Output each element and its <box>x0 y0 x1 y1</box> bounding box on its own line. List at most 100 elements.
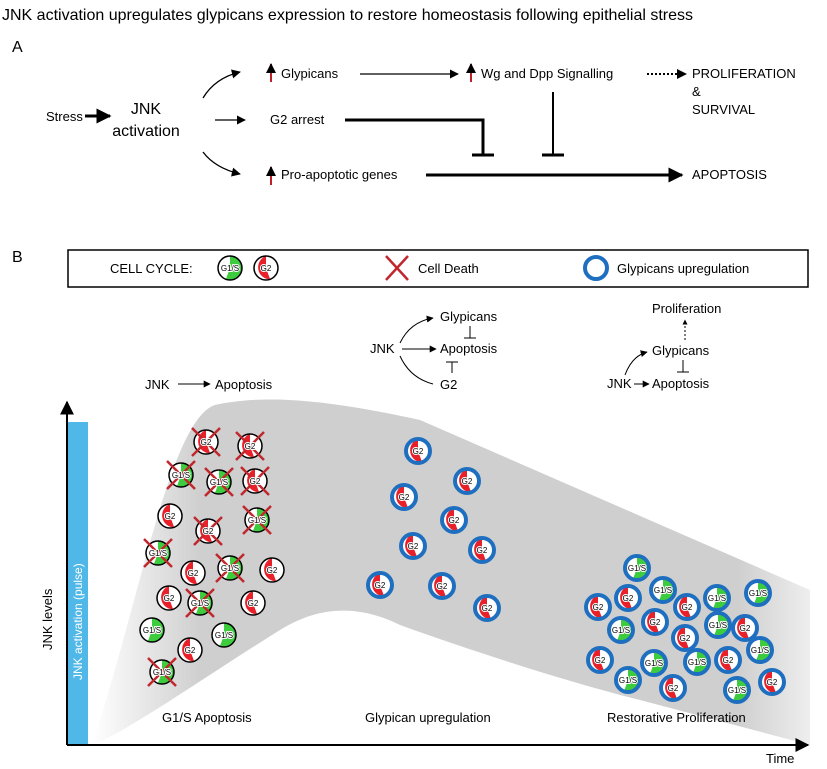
cell-phase-label: G1/S <box>612 626 630 635</box>
pulse-label: JNK activation (pulse) <box>71 563 85 680</box>
cell-phase-label: G2 <box>165 512 176 521</box>
cell-phase-label: G1/S <box>709 621 727 630</box>
g2-cell: G2 <box>180 560 206 586</box>
cell-death-icon <box>147 657 177 687</box>
glypican-g1s-cell: G1/S <box>723 676 751 704</box>
dead-g1s-cell: G1/S <box>204 467 234 497</box>
glypican-g2-cell: G2 <box>671 624 699 652</box>
g2-cell: G2 <box>240 590 266 616</box>
arrow-to-proapoptotic <box>202 151 241 177</box>
jnk-label: JNK <box>131 101 162 118</box>
cell-phase-label: G1/S <box>153 668 171 677</box>
cell-phase-label: G2 <box>188 569 199 578</box>
wg-dpp-label: Wg and Dpp Signalling <box>481 66 613 81</box>
cell-phase-label: G2 <box>375 581 386 590</box>
dead-g2-cell: G2 <box>240 466 270 496</box>
glypicans-label: Glypicans <box>281 66 339 81</box>
cell-death-icon <box>185 588 215 618</box>
s2-caption: Glypican upregulation <box>365 710 491 725</box>
cell-phase-label: G1/S <box>149 549 167 558</box>
cell-death-icon <box>240 466 270 496</box>
cell-phase-label: G2 <box>261 264 272 273</box>
s1-apoptosis: Apoptosis <box>215 377 273 392</box>
stress-label: Stress <box>46 109 83 124</box>
g1s-cell: G1/S <box>139 617 165 643</box>
inhibit-icon <box>446 361 458 373</box>
g2-cell: G2 <box>157 503 183 529</box>
g2-cell: G2 <box>253 255 279 281</box>
jnk-level-band <box>92 399 810 745</box>
cell-phase-label: G2 <box>164 594 175 603</box>
cell-phase-label: G2 <box>682 603 693 612</box>
cell-death-icon <box>385 255 409 281</box>
dead-g1s-cell: G1/S <box>242 505 272 535</box>
cell-phase-label: G1/S <box>215 631 233 640</box>
cell-phase-label: G2 <box>767 678 778 687</box>
cell-phase-label: G2 <box>723 656 734 665</box>
cell-phase-label: G2 <box>203 527 214 536</box>
g2-arrest-label: G2 arrest <box>270 112 325 127</box>
inhibit-icon <box>464 326 476 339</box>
proliferation-label: PROLIFERATION <box>692 66 796 81</box>
s3-jnk: JNK <box>607 376 632 391</box>
x-axis-label: Time <box>766 751 794 766</box>
glypican-g2-cell: G2 <box>584 593 612 621</box>
g1s-cell: G1/S <box>211 622 237 648</box>
cell-phase-label: G1/S <box>191 599 209 608</box>
figure-title: JNK activation upregulates glypicans exp… <box>2 7 693 24</box>
cell-phase-label: G1/S <box>728 686 746 695</box>
glypican-g1s-cell: G1/S <box>744 579 772 607</box>
dead-g1s-cell: G1/S <box>215 553 245 583</box>
cell-phase-label: G2 <box>593 603 604 612</box>
activation-label: activation <box>112 123 180 140</box>
cell-phase-label: G2 <box>462 477 473 486</box>
cell-phase-label: G1/S <box>708 594 726 603</box>
cell-phase-label: G2 <box>650 618 661 627</box>
g1s-cell: G1/S <box>217 255 243 281</box>
s2-glypicans: Glypicans <box>440 309 498 324</box>
glypican-g1s-cell: G1/S <box>607 616 635 644</box>
glypican-g2-cell: G2 <box>428 572 456 600</box>
arrow-to-glypicans <box>202 69 241 99</box>
panel-b-label: B <box>12 249 23 266</box>
cell-death-icon <box>235 431 265 461</box>
proapoptotic-label: Pro-apoptotic genes <box>281 167 398 182</box>
dead-g1s-cell: G1/S <box>143 538 173 568</box>
arrow <box>399 315 434 344</box>
glypican-g2-cell: G2 <box>404 437 432 465</box>
glypican-g2-cell: G2 <box>440 506 468 534</box>
glypican-ring-icon <box>583 255 609 281</box>
cell-phase-label: G2 <box>413 447 424 456</box>
legend-cell-cycle: CELL CYCLE: <box>110 261 193 276</box>
s1-caption: G1/S Apoptosis <box>162 710 252 725</box>
glypican-g2-cell: G2 <box>758 668 786 696</box>
glypican-g2-cell: G2 <box>586 646 614 674</box>
glypican-g2-cell: G2 <box>614 584 642 612</box>
cell-phase-label: G1/S <box>172 471 190 480</box>
glypican-g2-cell: G2 <box>366 571 394 599</box>
glypican-g1s-cell: G1/S <box>640 649 668 677</box>
cell-phase-label: G2 <box>408 542 419 551</box>
cell-phase-label: G1/S <box>221 264 239 273</box>
glypican-g1s-cell: G1/S <box>746 636 774 664</box>
legend-glypicans: Glypicans upregulation <box>617 261 749 276</box>
cell-phase-label: G1/S <box>751 646 769 655</box>
cell-phase-label: G2 <box>595 656 606 665</box>
cell-phase-label: G2 <box>740 624 751 633</box>
g2-cell: G2 <box>177 637 203 663</box>
cell-phase-label: G2 <box>248 599 259 608</box>
cell-phase-label: G2 <box>245 442 256 451</box>
cell-phase-label: G1/S <box>210 478 228 487</box>
cell-phase-label: G1/S <box>248 516 266 525</box>
cell-phase-label: G2 <box>449 516 460 525</box>
g2-cell: G2 <box>156 585 182 611</box>
cell-phase-label: G1/S <box>645 659 663 668</box>
dead-g1s-cell: G1/S <box>166 460 196 490</box>
g2-cell: G2 <box>259 557 285 583</box>
cell-death-icon <box>204 467 234 497</box>
cell-phase-label: G1/S <box>749 589 767 598</box>
inhibit-icon <box>677 360 689 373</box>
s2-g2: G2 <box>440 377 457 392</box>
s1-jnk: JNK <box>145 377 170 392</box>
cell-phase-label: G1/S <box>654 586 672 595</box>
